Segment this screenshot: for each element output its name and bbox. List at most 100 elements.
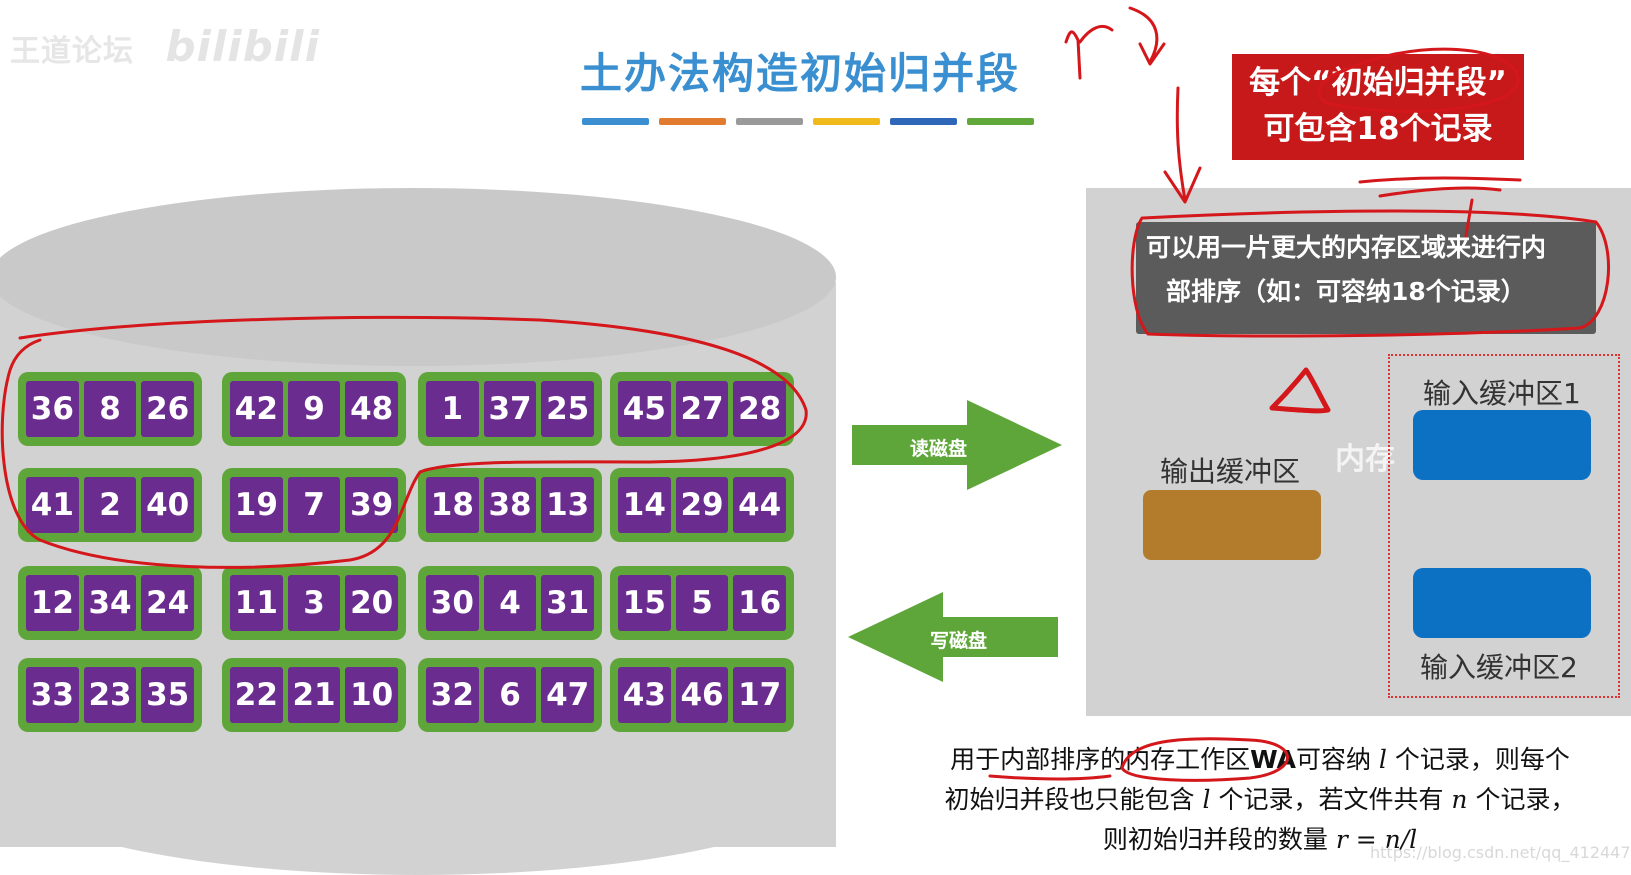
title-color-bar — [582, 118, 649, 125]
record-cell: 8 — [84, 381, 137, 437]
watermark-left: 王道论坛 — [10, 34, 134, 69]
record-cell: 3 — [288, 575, 341, 631]
formula-part: 则初始归并段的数量 — [1103, 825, 1328, 854]
input-buffer-1-label: 输入缓冲区1 — [1423, 372, 1581, 412]
record-cell: 25 — [541, 381, 594, 437]
formula-part: 初始归并段也只能包含 — [945, 785, 1195, 814]
formula-part: 用于内部排序的内存工作区 — [950, 745, 1250, 774]
record-cell: 47 — [541, 667, 594, 723]
record-cell: 42 — [230, 381, 283, 437]
record-cell: 24 — [141, 575, 194, 631]
record-cell: 6 — [484, 667, 537, 723]
title-color-bar — [736, 118, 803, 125]
record-cell: 21 — [288, 667, 341, 723]
title-color-bar — [890, 118, 957, 125]
record-cell: 13 — [541, 477, 594, 533]
record-cell: 30 — [426, 575, 479, 631]
record-cell: 7 — [288, 477, 341, 533]
record-cell: 17 — [733, 667, 786, 723]
record-cell: 19 — [230, 477, 283, 533]
formula-text: 用于内部排序的内存工作区WA可容纳 l 个记录，则每个 初始归并段也只能包含 l… — [930, 740, 1590, 860]
record-cell: 20 — [345, 575, 398, 631]
record-cell: 26 — [141, 381, 194, 437]
record-cell: 45 — [618, 381, 671, 437]
record-cell: 41 — [26, 477, 79, 533]
record-cell: 11 — [230, 575, 283, 631]
output-buffer-label: 输出缓冲区 — [1160, 450, 1300, 490]
disk-block: 32647 — [418, 658, 602, 732]
record-cell: 43 — [618, 667, 671, 723]
record-cell: 23 — [84, 667, 137, 723]
record-cell: 36 — [26, 381, 79, 437]
formula-part: 个记录， — [1475, 785, 1575, 814]
record-cell: 10 — [345, 667, 398, 723]
input-buffer-2 — [1413, 568, 1591, 638]
formula-part: 可容纳 — [1296, 745, 1371, 774]
formula-var-n: n — [1451, 785, 1467, 814]
record-cell: 40 — [141, 477, 194, 533]
input-buffer-1 — [1413, 410, 1591, 480]
formula-part: 个记录，若文件共有 — [1218, 785, 1443, 814]
record-cell: 39 — [345, 477, 398, 533]
record-cell: 4 — [484, 575, 537, 631]
formula-line-1: 用于内部排序的内存工作区WA可容纳 l 个记录，则每个 — [930, 740, 1590, 780]
disk-bottom — [0, 780, 836, 875]
memory-note: 可以用一片更大的内存区域来进行内 部排序（如：可容纳18个记录） — [1136, 222, 1596, 334]
record-cell: 22 — [230, 667, 283, 723]
record-cell: 38 — [484, 477, 537, 533]
output-buffer — [1143, 490, 1321, 560]
watermark: 王道论坛 bilibili — [10, 22, 320, 71]
record-cell: 28 — [733, 381, 786, 437]
record-cell: 18 — [426, 477, 479, 533]
formula-wa: WA — [1250, 745, 1296, 774]
record-cell: 44 — [733, 477, 786, 533]
write-disk-label: 写磁盘 — [930, 626, 987, 653]
title-color-bar — [659, 118, 726, 125]
record-cell: 2 — [84, 477, 137, 533]
record-cell: 33 — [26, 667, 79, 723]
memory-note-line-2: 部排序（如：可容纳18个记录） — [1146, 270, 1586, 314]
record-cell: 15 — [618, 575, 671, 631]
formula-var-l: l — [1379, 745, 1387, 774]
formula-line-2: 初始归并段也只能包含 l 个记录，若文件共有 n 个记录， — [930, 780, 1590, 820]
title-color-bars — [582, 118, 1034, 125]
watermark-logo: bilibili — [165, 22, 320, 71]
formula-part: 个记录，则每个 — [1395, 745, 1570, 774]
memory-note-line-1: 可以用一片更大的内存区域来进行内 — [1146, 226, 1586, 270]
page-title: 土办法构造初始归并段 — [580, 40, 1020, 101]
formula-var-l: l — [1202, 785, 1210, 814]
record-cell: 5 — [676, 575, 729, 631]
callout-box: 每个“初始归并段” 可包含18个记录 — [1232, 54, 1524, 160]
memory-label: 内存 — [1335, 434, 1395, 478]
record-cell: 35 — [141, 667, 194, 723]
record-cell: 14 — [618, 477, 671, 533]
record-cell: 31 — [541, 575, 594, 631]
url-watermark: https://blog.csdn.net/qq_41244719 — [1370, 843, 1631, 862]
record-cell: 1 — [426, 381, 479, 437]
title-color-bar — [967, 118, 1034, 125]
callout-line-2: 可包含18个记录 — [1232, 106, 1524, 152]
disk-body — [0, 282, 836, 847]
record-cell: 46 — [676, 667, 729, 723]
record-cell: 34 — [84, 575, 137, 631]
title-color-bar — [813, 118, 880, 125]
callout-line-1: 每个“初始归并段” — [1232, 60, 1524, 106]
record-cell: 29 — [676, 477, 729, 533]
record-cell: 32 — [426, 667, 479, 723]
record-cell: 16 — [733, 575, 786, 631]
record-cell: 27 — [676, 381, 729, 437]
